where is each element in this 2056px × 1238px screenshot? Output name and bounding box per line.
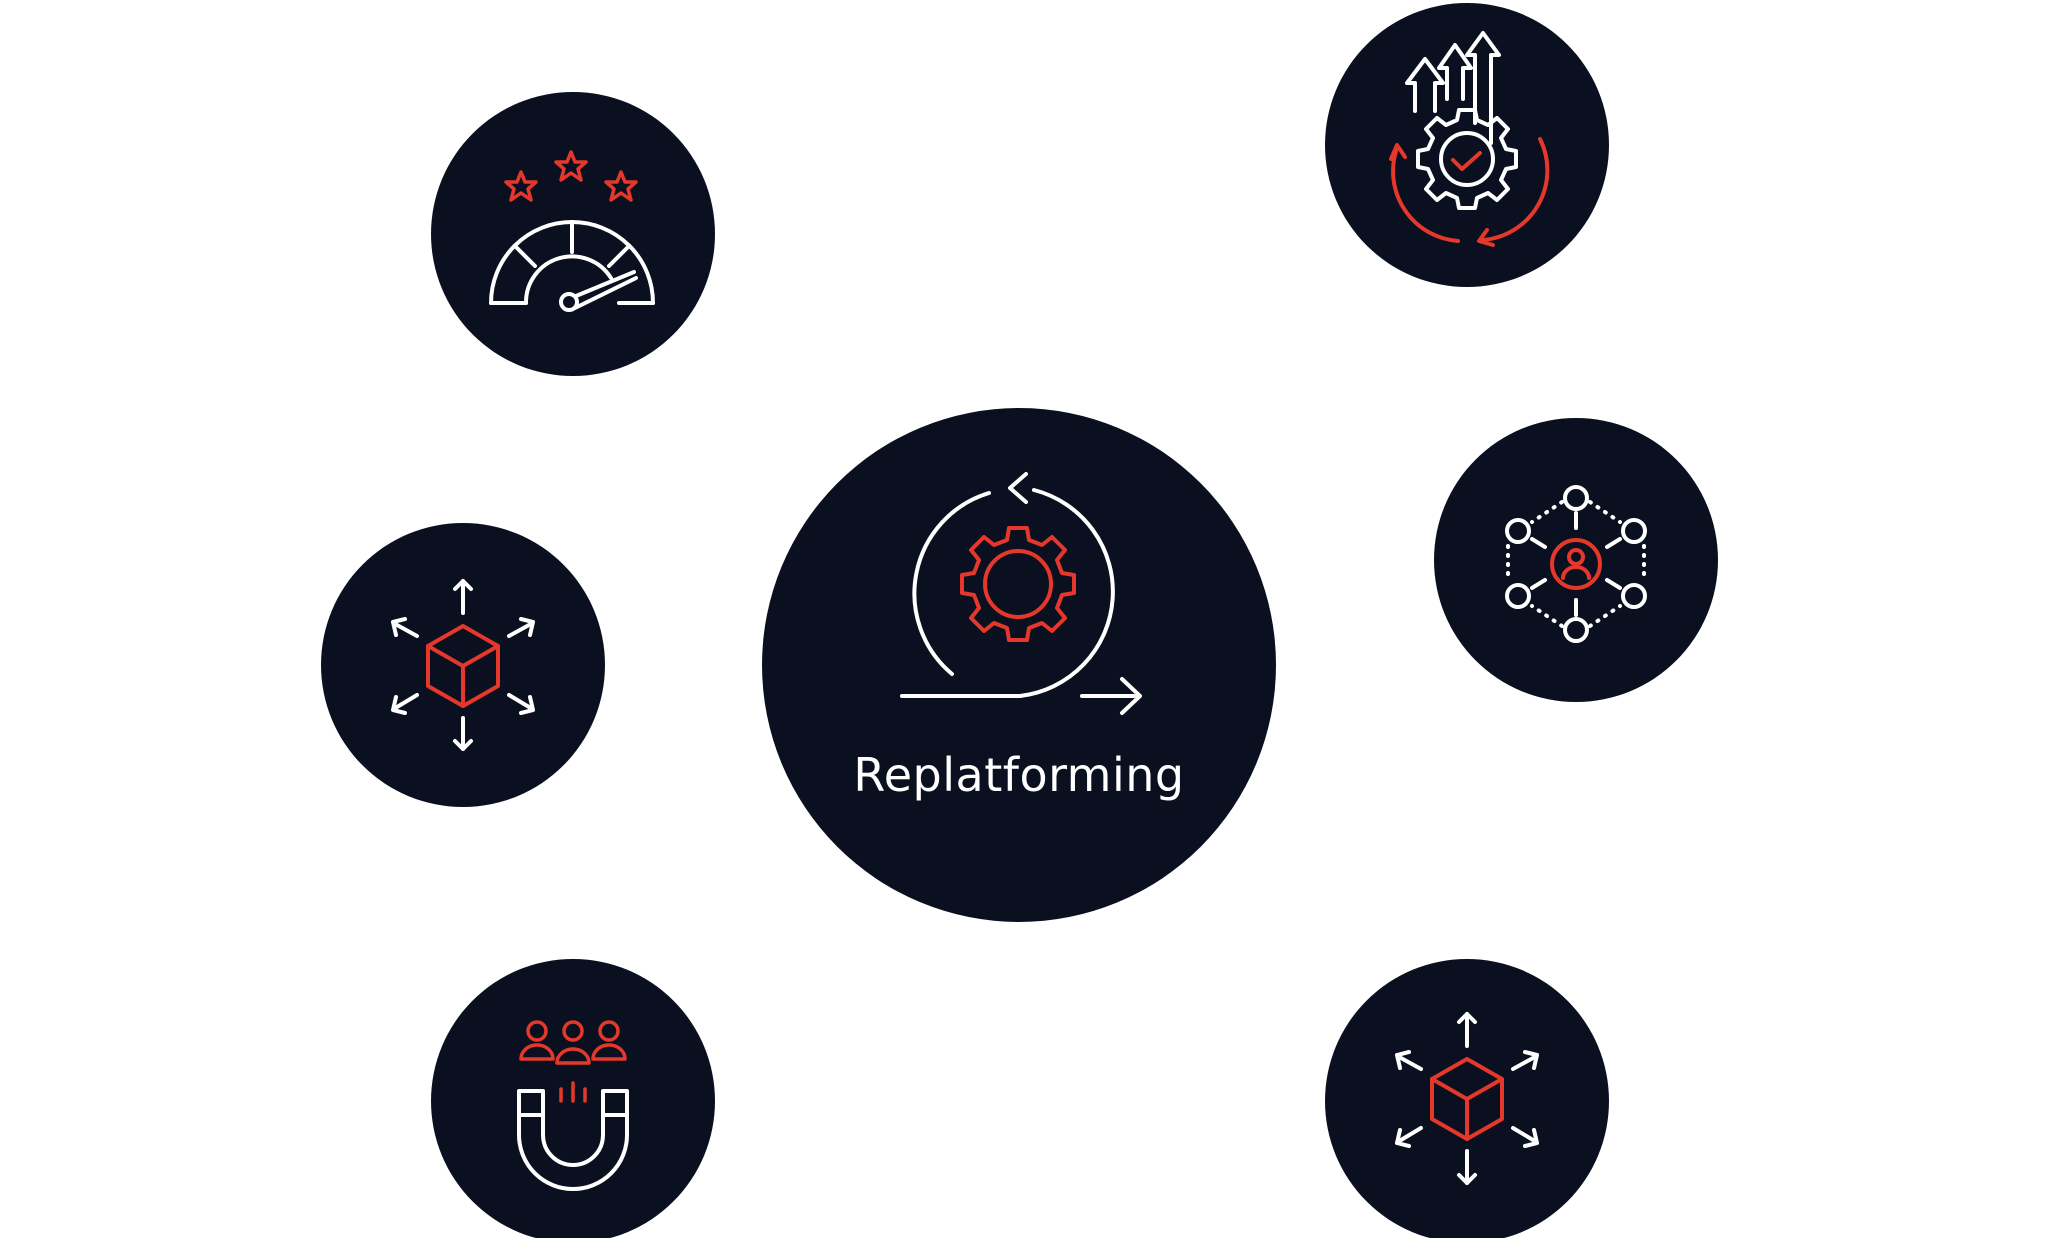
satellite-scalability	[321, 523, 605, 807]
expanding-cube-icon	[391, 579, 535, 751]
satellite-network	[1434, 418, 1718, 702]
satellite-quality	[431, 92, 715, 376]
satellite-attraction	[431, 959, 715, 1238]
user-network-icon	[1505, 485, 1647, 643]
expanding-cube-icon	[1395, 1012, 1539, 1185]
central-label: Replatforming	[853, 748, 1185, 802]
cycle-gear-icon	[900, 472, 1142, 715]
satellite-growth	[1325, 3, 1609, 287]
central-circle: Replatforming	[762, 408, 1276, 922]
gear-growth-arrows-icon	[1389, 31, 1550, 247]
gauge-stars-icon	[489, 150, 655, 312]
customer-magnet-icon	[517, 1020, 629, 1191]
satellite-distribution	[1325, 959, 1609, 1238]
